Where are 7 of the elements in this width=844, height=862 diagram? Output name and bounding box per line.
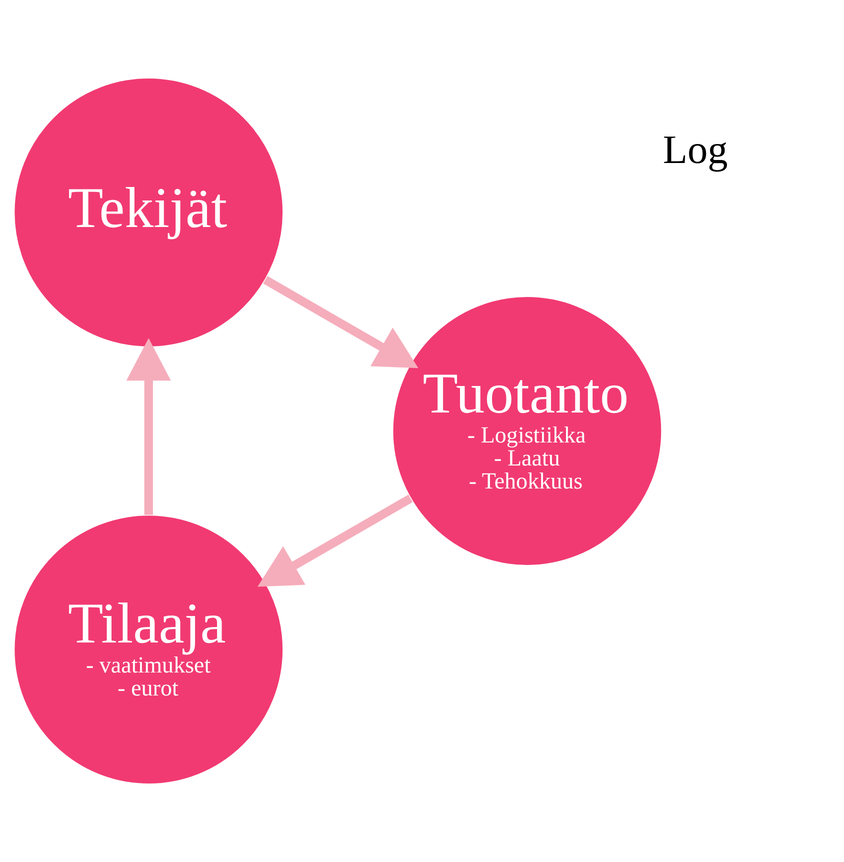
arrow	[258, 494, 413, 587]
arrow	[126, 338, 171, 515]
arrow	[263, 276, 418, 368]
node-circle: Tilaaja - vaatimukset - eurot	[13, 514, 284, 785]
label: Log	[662, 126, 728, 172]
node-circle: Tuotanto - Logistiikka - Laatu - Tehokkuus	[392, 296, 663, 566]
node-circle: Tekijät	[13, 77, 284, 348]
